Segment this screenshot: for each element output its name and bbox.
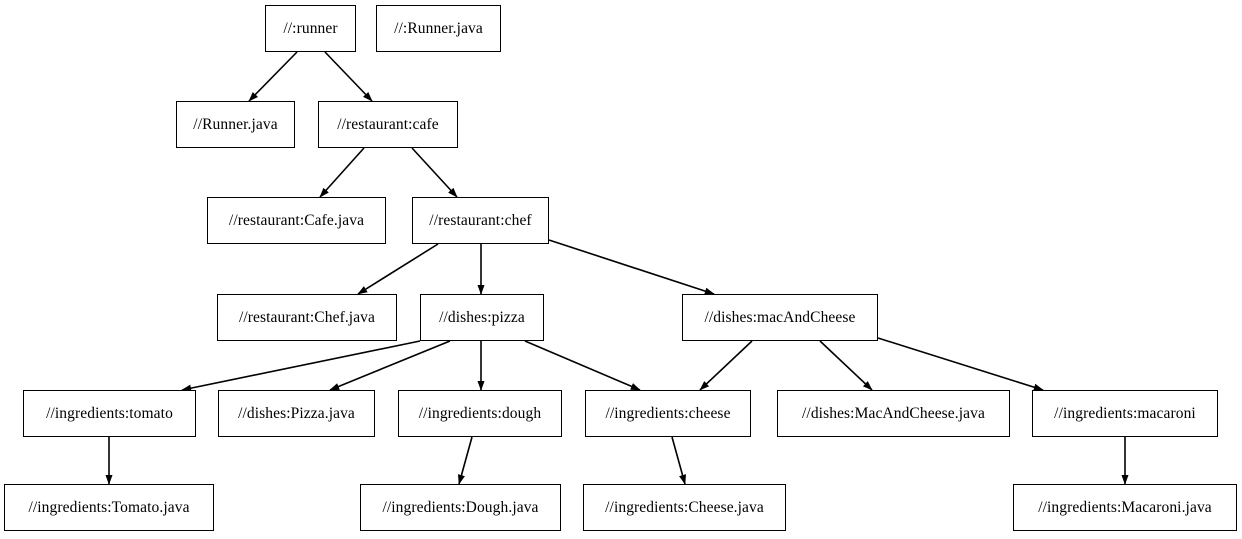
node-label: //ingredients:dough	[418, 404, 542, 422]
graph-node-ingredients_cheese_java[interactable]: //ingredients:Cheese.java	[583, 484, 786, 531]
node-label: //restaurant:cafe	[337, 115, 439, 133]
graph-node-dishes_macandcheese_java[interactable]: //dishes:MacAndCheese.java	[777, 390, 1010, 437]
graph-node-ingredients_macaroni_java[interactable]: //ingredients:Macaroni.java	[1013, 484, 1237, 531]
node-label: //ingredients:tomato	[46, 404, 173, 422]
graph-edge-runner_target-to-runner_java	[248, 51, 298, 102]
graph-edge-restaurant_chef-to-restaurant_chef_java	[357, 243, 439, 295]
node-label: //ingredients:Cheese.java	[605, 498, 764, 516]
graph-edge-dishes_macandcheese-to-dishes_macandcheese_java	[819, 340, 873, 391]
graph-edge-restaurant_chef-to-dishes_macandcheese	[548, 239, 715, 295]
graph-node-ingredients_dough_java[interactable]: //ingredients:Dough.java	[360, 484, 561, 531]
node-label: //dishes:MacAndCheese.java	[802, 404, 985, 422]
graph-edge-dishes_pizza-to-dishes_pizza_java	[329, 340, 451, 391]
graph-edge-dishes_macandcheese-to-ingredients_macaroni	[877, 337, 1044, 391]
node-label: //dishes:macAndCheese	[704, 308, 856, 326]
node-label: //ingredients:cheese	[605, 404, 731, 422]
node-label: //ingredients:Dough.java	[382, 498, 539, 516]
node-label: //:Runner.java	[394, 19, 483, 37]
node-label: //ingredients:macaroni	[1054, 404, 1196, 422]
node-label: //dishes:pizza	[439, 308, 525, 326]
node-label: //restaurant:chef	[429, 211, 532, 229]
graph-edge-restaurant_cafe-to-restaurant_cafe_java	[319, 147, 365, 198]
graph-node-restaurant_chef_java[interactable]: //restaurant:Chef.java	[217, 294, 397, 341]
graph-node-restaurant_cafe[interactable]: //restaurant:cafe	[318, 101, 458, 148]
node-label: //restaurant:Cafe.java	[228, 211, 365, 229]
graph-node-ingredients_cheese[interactable]: //ingredients:cheese	[585, 390, 751, 437]
graph-node-runner_java[interactable]: //Runner.java	[176, 101, 295, 148]
graph-node-runner_target[interactable]: //:runner	[265, 5, 356, 52]
graph-node-dishes_macandcheese[interactable]: //dishes:macAndCheese	[682, 294, 878, 341]
node-label: //restaurant:Chef.java	[238, 308, 376, 326]
graph-edge-dishes_pizza-to-ingredients_tomato	[181, 340, 421, 392]
graph-node-dishes_pizza_java[interactable]: //dishes:Pizza.java	[218, 390, 375, 437]
graph-node-ingredients_tomato_java[interactable]: //ingredients:Tomato.java	[4, 484, 214, 531]
node-label: //Runner.java	[193, 115, 278, 133]
graph-edge-dishes_pizza-to-ingredients_cheese	[524, 340, 641, 391]
node-label: //ingredients:Tomato.java	[28, 498, 190, 516]
graph-edge-ingredients_dough-to-ingredients_dough_java	[457, 436, 473, 485]
graph-node-restaurant_cafe_java[interactable]: //restaurant:Cafe.java	[207, 197, 386, 244]
graph-edge-runner_target-to-restaurant_cafe	[324, 51, 373, 102]
graph-edge-ingredients_cheese-to-ingredients_cheese_java	[671, 436, 687, 485]
graph-node-restaurant_chef[interactable]: //restaurant:chef	[412, 197, 549, 244]
node-label: //dishes:Pizza.java	[238, 404, 355, 422]
node-label: //ingredients:Macaroni.java	[1038, 498, 1212, 516]
graph-edge-restaurant_cafe-to-restaurant_chef	[411, 147, 458, 198]
graph-node-dishes_pizza[interactable]: //dishes:pizza	[420, 294, 544, 341]
node-label: //:runner	[283, 19, 338, 37]
graph-node-runner_java_root[interactable]: //:Runner.java	[376, 5, 501, 52]
graph-node-ingredients_dough[interactable]: //ingredients:dough	[398, 390, 562, 437]
graph-node-ingredients_tomato[interactable]: //ingredients:tomato	[23, 390, 196, 437]
graph-edge-dishes_macandcheese-to-ingredients_cheese	[699, 340, 753, 391]
graph-node-ingredients_macaroni[interactable]: //ingredients:macaroni	[1032, 390, 1218, 437]
